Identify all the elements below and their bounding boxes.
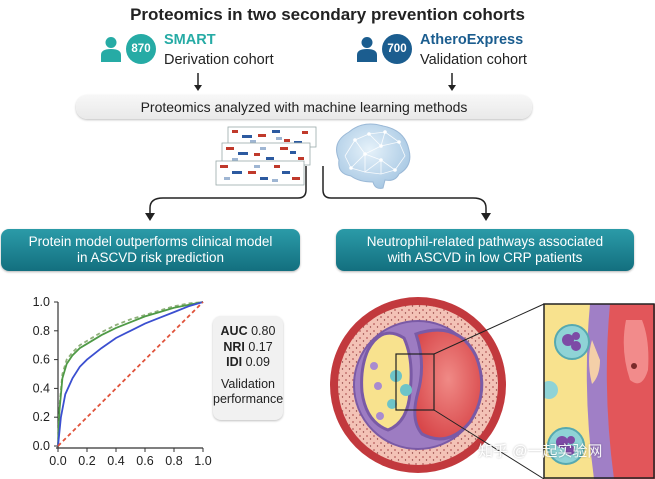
artery-cross-section-illustration [330,297,655,479]
metrics-box: AUC 0.80 NRI 0.17 IDI 0.09 Validation pe… [213,316,283,420]
matrix-sheet-front [215,160,305,186]
result-line: Neutrophil-related pathways associated [366,233,604,249]
x-tick-label: 0.6 [136,454,153,468]
person-icon [357,37,377,62]
roc-series-line-0 [57,301,204,447]
y-tick-label: 0.6 [33,353,50,367]
roc-chart: 0.0 0.2 0.4 0.6 0.8 1.0 0.0 0.2 0.4 0.6 0.8 1.0 [33,295,212,468]
y-tick-label: 0.4 [33,381,50,395]
x-tick-label: 0.8 [165,454,182,468]
idi-row: IDI 0.09 [213,355,283,371]
brain-network-icon [336,123,411,189]
result-line: with ASCVD in low CRP patients [387,250,583,265]
data-matrix-illustration [215,126,317,186]
idi-value: 0.09 [245,355,270,369]
cohort-role: Validation cohort [420,52,527,68]
methods-pill: Proteomics analyzed with machine learnin… [76,95,532,119]
person-icon [101,37,121,62]
nri-row: NRI 0.17 [213,340,283,356]
result-line: Protein model outperforms clinical model [28,233,273,249]
result-banner-neutrophil: Neutrophil-related pathways associated w… [336,229,634,271]
nri-value: 0.17 [248,339,273,354]
auc-value: 0.80 [251,324,276,338]
graphic-title: Proteomics in two secondary prevention c… [130,5,525,24]
y-tick-label: 1.0 [33,295,50,309]
idi-label: IDI [226,355,243,369]
zoomed-plaque-detail [544,304,655,479]
x-tick-label: 1.0 [194,454,211,468]
cohort-name: SMART [164,32,216,48]
cohort-name: AtheroExpress [420,32,524,48]
y-tick-label: 0.2 [33,410,50,424]
auc-label: AUC [220,324,248,338]
watermark-text: 知乎 @一起实验网 [478,443,603,460]
roc-series-line-1 [57,301,204,447]
x-tick-label: 0.4 [107,454,124,468]
perf-line: performance [213,391,284,406]
validation-performance-label: Validation performance [213,377,283,407]
artery-vessel [330,297,545,479]
roc-series-line-3 [57,301,204,447]
cohort-count: 870 [131,43,151,55]
x-tick-label: 0.0 [49,454,66,468]
cohort-count: 700 [387,43,407,55]
cohort-count-badge: 700 [382,34,412,64]
roc-series-line-2 [57,301,204,447]
matrix-sheet-back [227,126,317,148]
result-line: in ASCVD risk prediction [76,250,225,265]
cohort-count-badge: 870 [126,34,156,64]
result-banner-protein-model: Protein model outperforms clinical model… [1,229,300,271]
cohort-role: Derivation cohort [164,52,274,68]
y-tick-label: 0.0 [33,439,50,453]
auc-row: AUC 0.80 [213,324,283,340]
x-tick-label: 0.2 [78,454,95,468]
y-tick-label: 0.8 [33,324,50,338]
methods-label: Proteomics analyzed with machine learnin… [140,99,468,115]
nri-label: NRI [223,339,245,354]
roc-plot-area: 0.0 0.2 0.4 0.6 0.8 1.0 0.0 0.2 0.4 0.6 0.8 1.0 [33,295,212,468]
perf-line: Validation [221,376,275,391]
